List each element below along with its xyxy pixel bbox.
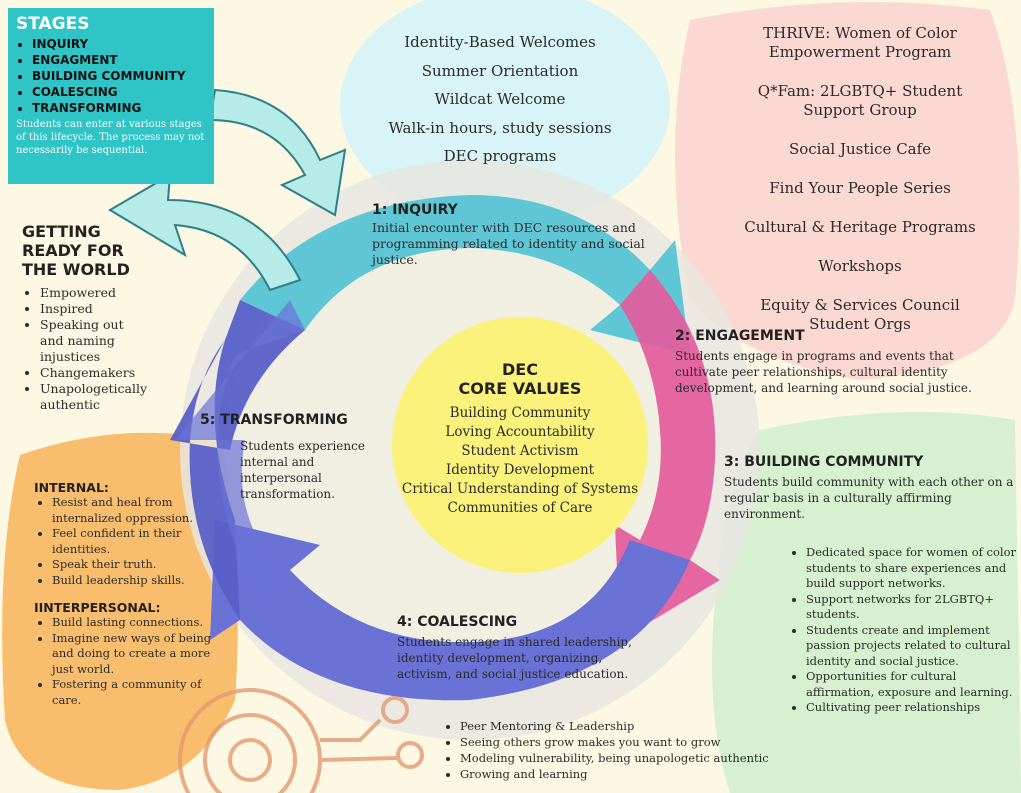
- top-programs: Identity-Based Welcomes Summer Orientati…: [355, 28, 645, 171]
- getting-ready-arrow: [108, 173, 302, 292]
- left-orange-blob: [2, 432, 238, 790]
- interpersonal-list: Build lasting connections. Imagine new w…: [34, 615, 234, 708]
- stage-4-coalescing: 4: COALESCING Students engage in shared …: [397, 614, 659, 682]
- list-item: Growing and learning: [460, 766, 820, 782]
- stage-text: Students engage in shared leadership, id…: [397, 635, 632, 681]
- getting-ready-section: GETTING READY FOR THE WORLD Empowered In…: [22, 222, 182, 413]
- value-item: Student Activism: [461, 443, 579, 459]
- value-item: Loving Accountability: [445, 424, 595, 440]
- list-item: Fostering a community of care.: [52, 677, 234, 708]
- list-item: Unapologetically authentic: [40, 381, 150, 413]
- list-item: Cultivating peer relationships: [806, 700, 1021, 716]
- value-item: Building Community: [449, 405, 591, 421]
- stage-3-building-community: 3: BUILDING COMMUNITY Students build com…: [724, 454, 1016, 522]
- decorative-circuit-icon: [178, 688, 424, 793]
- stage-2-engagement: 2: ENGAGEMENT Students engage in program…: [675, 328, 993, 396]
- stage-text: Students engage in programs and events t…: [675, 349, 972, 395]
- right-blob: [675, 2, 1020, 380]
- stage-item: INQUIRY: [32, 36, 206, 52]
- list-item: Peer Mentoring & Leadership: [460, 718, 820, 734]
- list-item: Dedicated space for women of color stude…: [806, 545, 1021, 592]
- list-item: Inspired: [40, 301, 182, 317]
- list-item: Students create and implement passion pr…: [806, 623, 1021, 670]
- center-circle: [392, 317, 648, 573]
- program-item: DEC programs: [443, 147, 557, 165]
- value-item: Communities of Care: [447, 500, 593, 516]
- value-item: Identity Development: [445, 462, 595, 478]
- internal-section: INTERNAL: Resist and heal from internali…: [34, 480, 234, 708]
- stage-title: 4: COALESCING: [397, 614, 518, 630]
- stages-box: STAGES INQUIRY ENGAGMENT BUILDING COMMUN…: [8, 8, 214, 184]
- program-item: THRIVE: Women of Color Empowerment Progr…: [763, 24, 957, 61]
- core-values: DEC CORE VALUES Building Community Lovin…: [400, 360, 640, 518]
- program-item: Identity-Based Welcomes: [404, 33, 596, 51]
- stage-5-transforming: 5: TRANSFORMING Students experience inte…: [200, 412, 375, 502]
- stage-item: TRANSFORMING: [32, 100, 206, 116]
- inquiry-arrow: [240, 195, 690, 355]
- stages-title: STAGES: [16, 14, 90, 34]
- right-green-blob: [712, 412, 1021, 793]
- program-item: Cultural & Heritage Programs: [744, 218, 976, 236]
- program-item: Social Justice Cafe: [788, 140, 932, 158]
- list-item: Feel confident in their identities.: [52, 526, 234, 557]
- stage-text: Students build community with each other…: [724, 475, 1014, 521]
- program-item: Find Your People Series: [769, 179, 951, 197]
- program-item: Wildcat Welcome: [434, 90, 566, 108]
- list-item: Speaking out and naming injustices: [40, 317, 140, 365]
- getting-ready-list: Empowered Inspired Speaking out and nami…: [22, 285, 182, 413]
- transforming-arrow: [170, 300, 305, 620]
- internal-title: INTERNAL:: [34, 480, 109, 495]
- stage-title: 3: BUILDING COMMUNITY: [724, 454, 924, 470]
- stage-text: Students experience internal and interpe…: [240, 439, 365, 501]
- core-values-list: Building Community Loving Accountability…: [400, 404, 640, 518]
- getting-ready-title: GETTING READY FOR THE WORLD: [22, 222, 130, 279]
- program-item: Equity & Services Council Student Orgs: [760, 296, 960, 333]
- internal-list: Resist and heal from internalized oppres…: [34, 495, 234, 588]
- right-programs: THRIVE: Women of Color Empowerment Progr…: [740, 24, 980, 334]
- list-item: Opportunities for cultural affirmation, …: [806, 669, 1021, 700]
- list-item: Support networks for 2LGBTQ+ students.: [806, 592, 1021, 623]
- list-item: Empowered: [40, 285, 182, 301]
- core-values-title-line1: DEC: [502, 360, 538, 379]
- stage-title: 2: ENGAGEMENT: [675, 328, 805, 344]
- list-item: Modeling vulnerability, being unapologet…: [460, 750, 820, 766]
- list-item: Build lasting connections.: [52, 615, 234, 631]
- list-item: Speak their truth.: [52, 557, 234, 573]
- stage-text: Initial encounter with DEC resources and…: [372, 220, 645, 267]
- coalescing-arrow: [210, 520, 690, 701]
- stages-list: INQUIRY ENGAGMENT BUILDING COMMUNITY COA…: [16, 36, 206, 116]
- stage-item: ENGAGMENT: [32, 52, 206, 68]
- stages-note: Students can enter at various stages of …: [16, 119, 205, 156]
- stages-pointer-arrow: [208, 88, 347, 217]
- stage-1-inquiry: 1: INQUIRY Initial encounter with DEC re…: [372, 202, 652, 268]
- stage-4-bullets: Peer Mentoring & Leadership Seeing other…: [442, 718, 820, 782]
- value-item: Critical Understanding of Systems: [401, 481, 639, 497]
- list-item: Changemakers: [40, 365, 182, 381]
- stage-title: 1: INQUIRY: [372, 202, 458, 218]
- stage-3-bullets: Dedicated space for women of color stude…: [788, 545, 1021, 716]
- list-item: Imagine new ways of being and doing to c…: [52, 631, 234, 678]
- stage-item: BUILDING COMMUNITY: [32, 68, 206, 84]
- program-item: Summer Orientation: [421, 61, 579, 80]
- program-item: Q*Fam: 2LGBTQ+ Student Support Group: [757, 82, 963, 119]
- list-item: Build leadership skills.: [52, 573, 234, 589]
- stage-title: 5: TRANSFORMING: [200, 412, 348, 428]
- stage-item: COALESCING: [32, 84, 206, 100]
- program-item: Walk-in hours, study sessions: [388, 118, 612, 137]
- interpersonal-title: IINTERPERSONAL:: [34, 600, 161, 615]
- list-item: Resist and heal from internalized oppres…: [52, 495, 234, 526]
- list-item: Seeing others grow makes you want to gro…: [460, 734, 820, 750]
- core-values-title-line2: CORE VALUES: [458, 379, 582, 398]
- program-item: Workshops: [818, 257, 902, 275]
